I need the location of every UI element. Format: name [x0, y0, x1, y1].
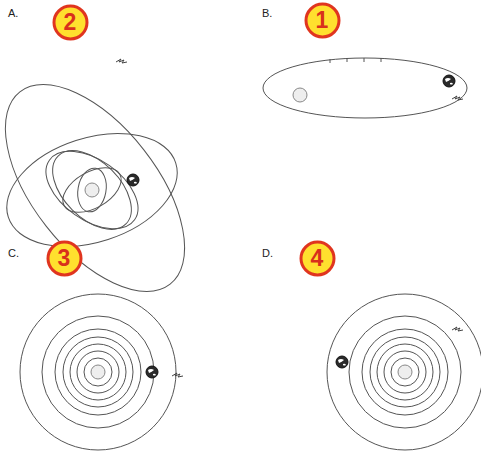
callout-number: 2 [52, 11, 89, 34]
concentric-orbits [20, 294, 176, 450]
panel-letter: A. [8, 8, 18, 19]
callout-circle: 4 [299, 240, 336, 277]
callout-number: 3 [46, 247, 83, 270]
panel-letter: D. [262, 248, 273, 259]
callout-circle: 1 [304, 2, 341, 39]
elongated-orbit [263, 58, 467, 118]
callout-number: 1 [304, 9, 341, 32]
concentric-orbits [327, 294, 481, 450]
callout-circle: 2 [52, 4, 89, 41]
panel-letter: B. [262, 8, 272, 19]
panel-letter: C. [8, 248, 19, 259]
tangled-orbits [0, 54, 219, 323]
callout-number: 4 [299, 247, 336, 270]
callout-circle: 3 [46, 240, 83, 277]
